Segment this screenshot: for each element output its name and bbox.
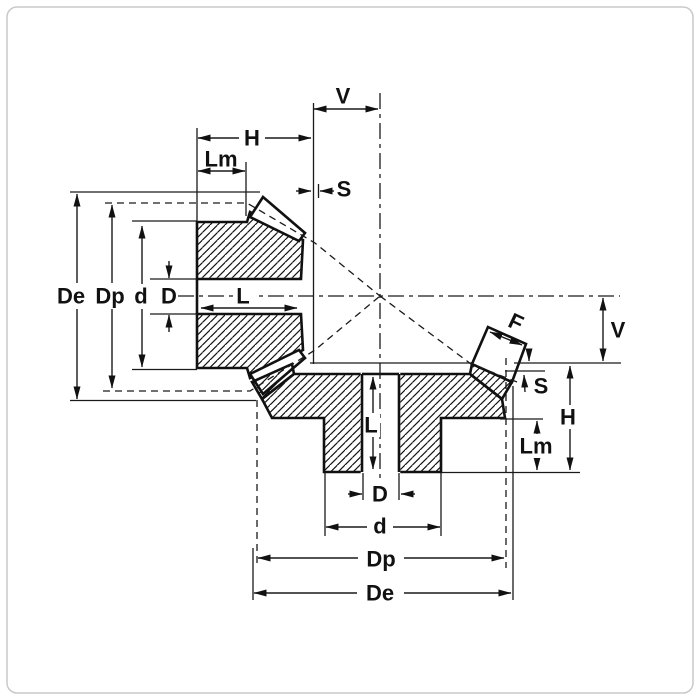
dim-bore-bottom: D [348,482,415,507]
pitch-cone-lines [103,202,518,568]
label-de-left: De [57,284,85,309]
label-bore-left: D [161,284,177,309]
dim-dp-left: Dp [93,204,127,389]
label-h-top: H [244,126,260,151]
pitch-line-lower-left [103,295,381,392]
dim-h-top: H [197,126,312,151]
dim-h-right: H [555,365,581,471]
label-d-bottom: d [373,514,386,539]
dim-s-top: S [296,177,351,202]
label-bore-bottom: D [372,482,388,507]
dim-d-bottom: d [325,514,441,539]
label-lm-top: Lm [205,147,238,172]
dim-d-left: d [133,225,150,368]
gear-section [250,325,528,474]
label-v-right: V [611,318,626,343]
dim-de-left: De [55,193,87,400]
label-lm-right: Lm [520,434,553,459]
label-h-right: H [560,405,576,430]
pinion-top-tooth [248,195,307,243]
dim-hub-length-lower: L [364,376,380,470]
dim-hub-length-upper: L [200,284,298,312]
extension-lines [70,103,621,600]
label-dp-bottom: Dp [366,547,395,572]
dim-lm-right: Lm [518,420,556,471]
label-hub-length-upper: L [236,284,249,309]
pitch-line-upper [105,202,381,297]
label-d-left: d [134,284,147,309]
dim-v-top: V [313,84,379,113]
label-dp-left: Dp [95,284,124,309]
pitch-line-lower-right [379,295,518,383]
label-v-top: V [336,84,351,109]
label-face-width: F [505,308,528,336]
dim-lm-top: Lm [197,147,246,175]
label-hub-length-lower: L [364,413,377,438]
gear-left-tooth-root [250,362,296,401]
dim-de-bottom: De [253,581,512,606]
dim-s-right: S [521,348,549,399]
dim-dp-bottom: Dp [257,547,505,572]
label-s-top: S [337,177,352,202]
image-border [6,6,694,694]
label-de-bottom: De [366,581,394,606]
label-s-right: S [534,374,549,399]
dim-bore-left: D [161,261,177,332]
dim-v-right: V [599,297,626,362]
